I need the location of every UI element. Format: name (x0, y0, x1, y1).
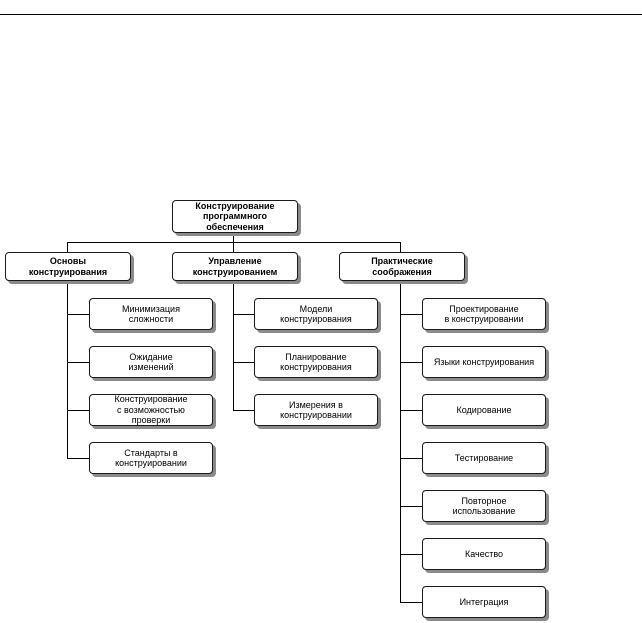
leaf-node: Измерения в конструировании (254, 394, 378, 426)
leaf-node: Проектирование в конструировании (422, 298, 546, 330)
connector (67, 242, 401, 243)
header-rule (0, 14, 642, 15)
branch-node-prakticheskie: Практические соображения (339, 252, 465, 281)
leaf-node: Интеграция (422, 586, 546, 618)
connector (400, 602, 422, 603)
leaf-node: Минимизация сложности (89, 298, 213, 330)
connector (400, 281, 401, 603)
branch-node-osnovy: Основы конструирования (5, 252, 131, 281)
connector (233, 281, 234, 411)
leaf-node: Кодирование (422, 394, 546, 426)
leaf-node: Стандарты в конструировании (89, 442, 213, 474)
connector (400, 314, 422, 315)
root-node: Конструирование программного обеспечения (172, 200, 298, 233)
connector (67, 410, 89, 411)
connector (67, 458, 89, 459)
connector (233, 242, 234, 252)
connector (400, 410, 422, 411)
leaf-node: Языки конструирования (422, 346, 546, 378)
connector (400, 458, 422, 459)
connector (400, 506, 422, 507)
branch-node-upravlenie: Управление конструированием (172, 252, 298, 281)
leaf-node: Конструирование с возможностью проверки (89, 394, 213, 426)
connector (233, 314, 254, 315)
connector (67, 362, 89, 363)
leaf-node: Планирование конструирования (254, 346, 378, 378)
connector (67, 242, 68, 252)
leaf-node: Тестирование (422, 442, 546, 474)
connector (400, 362, 422, 363)
leaf-node: Модели конструирования (254, 298, 378, 330)
leaf-node: Качество (422, 538, 546, 570)
connector (233, 233, 234, 242)
leaf-node: Ожидание изменений (89, 346, 213, 378)
connector (233, 410, 254, 411)
connector (400, 242, 401, 252)
connector (67, 281, 68, 459)
connector (400, 554, 422, 555)
leaf-node: Повторное использование (422, 490, 546, 522)
connector (67, 314, 89, 315)
connector (233, 362, 254, 363)
